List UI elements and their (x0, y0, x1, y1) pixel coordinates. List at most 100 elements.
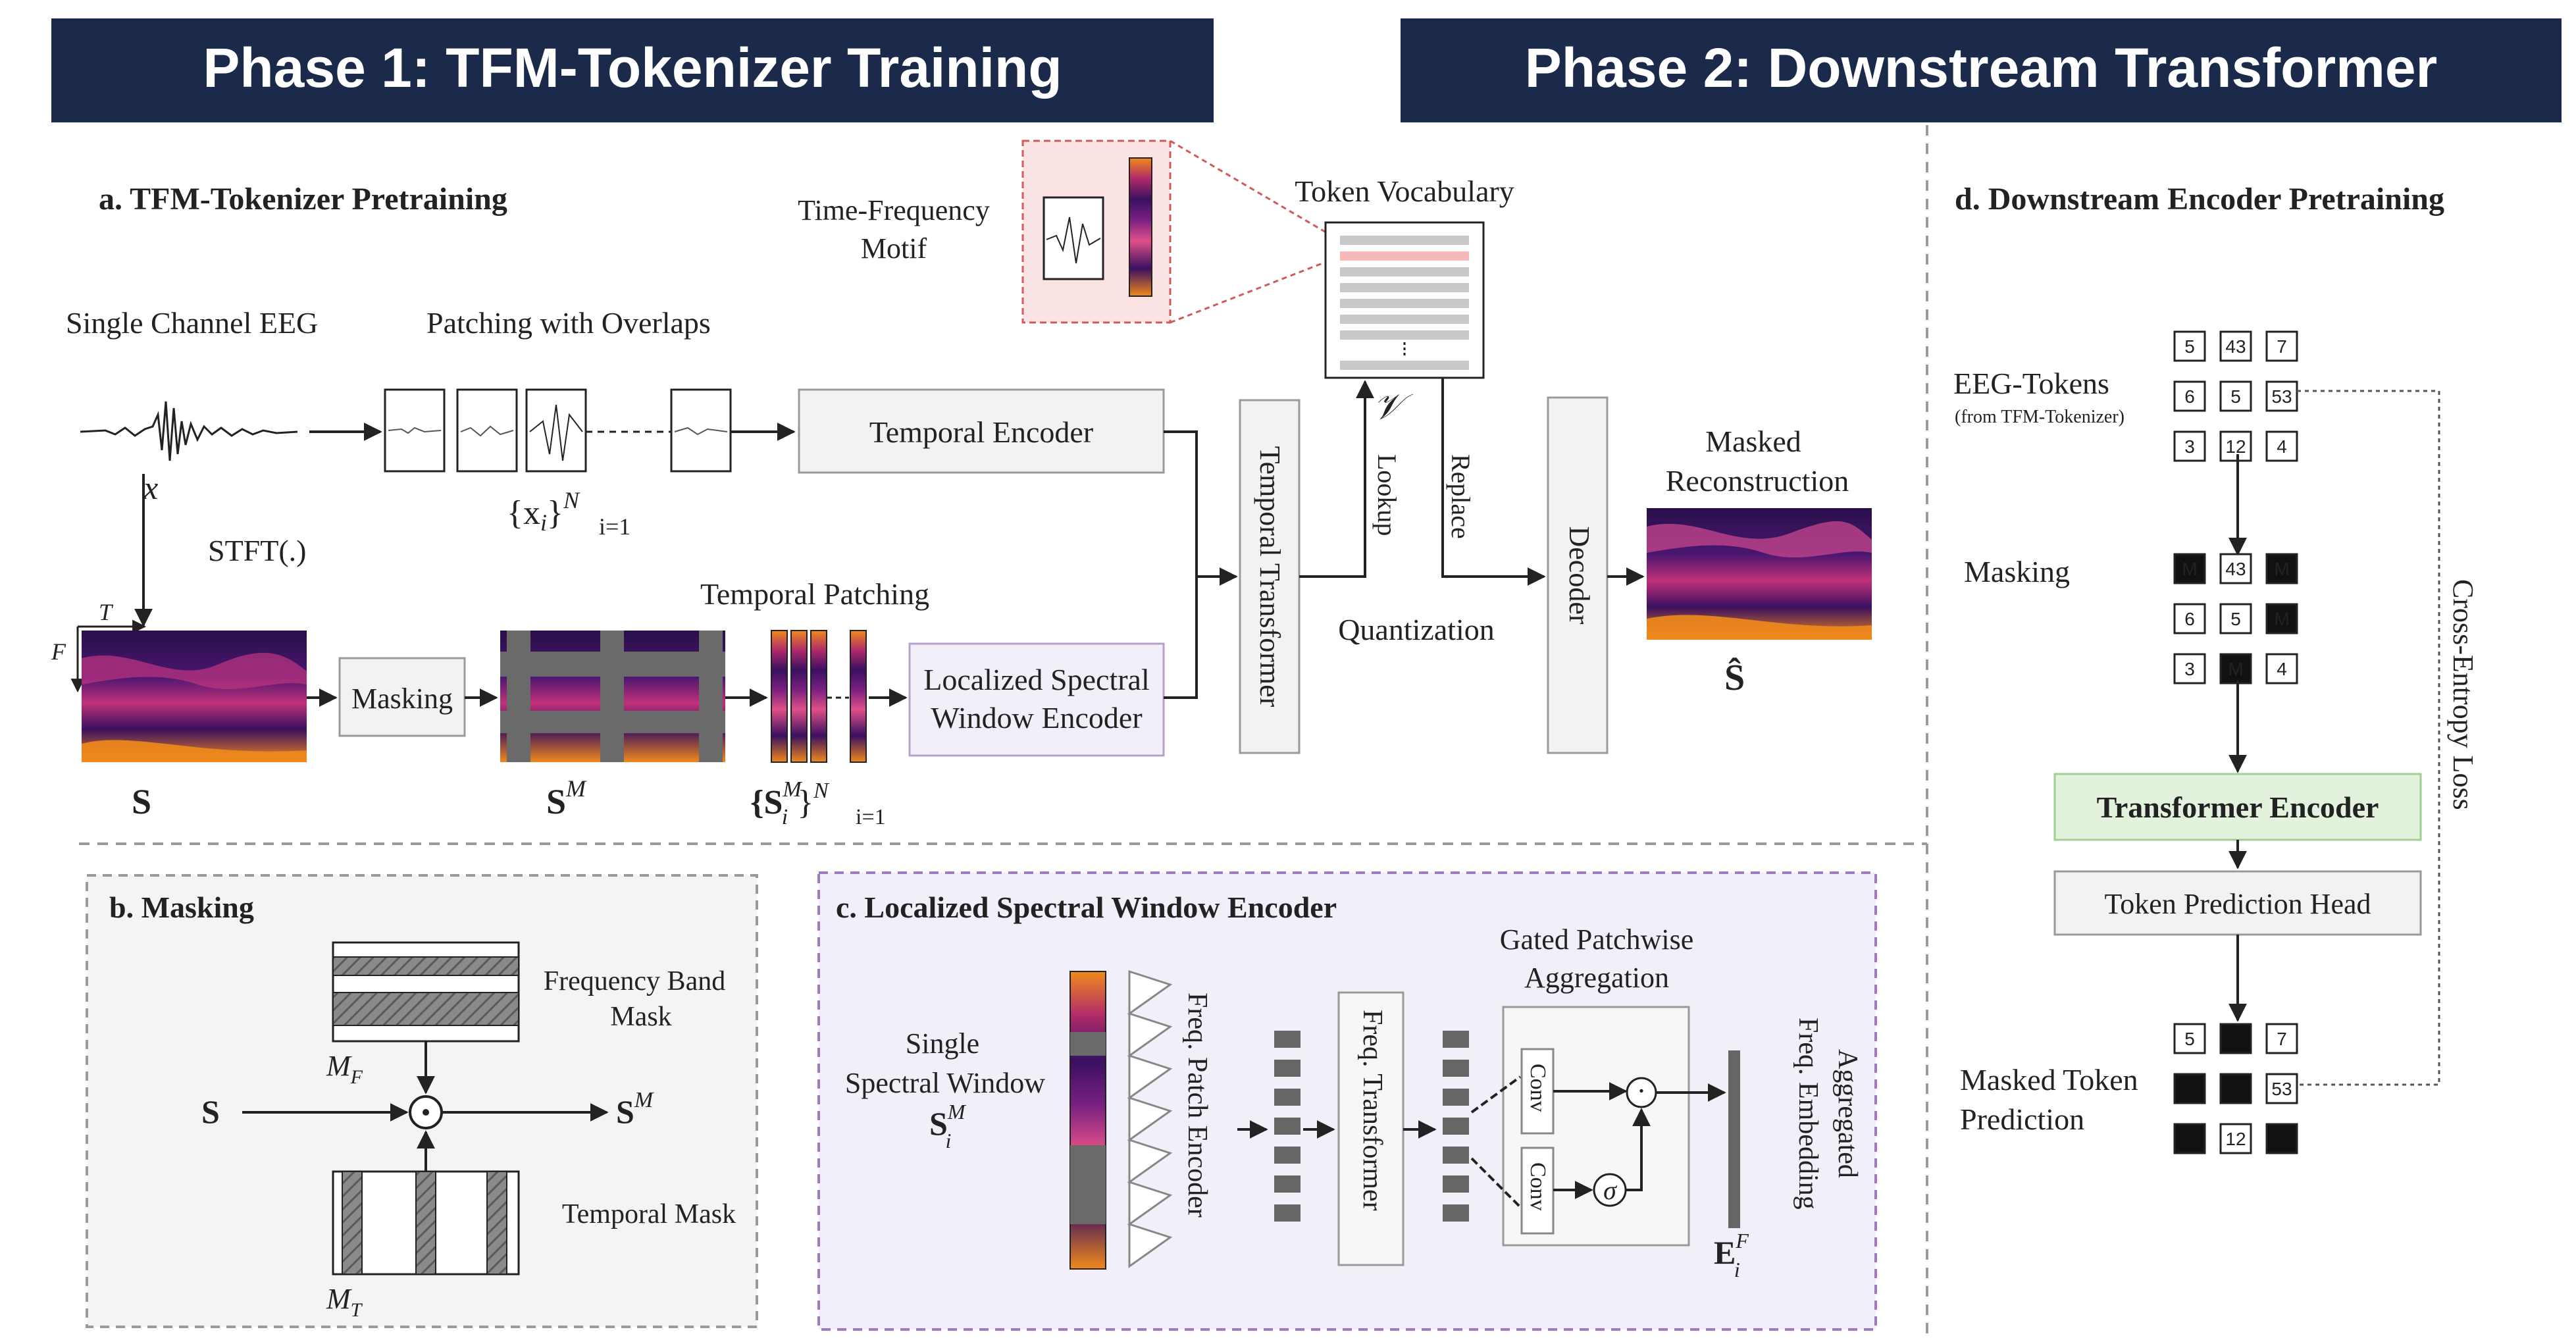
conv-label-bottom: Conv (1526, 1162, 1550, 1211)
token-value: 53 (2271, 386, 2292, 407)
arrow-replace (1441, 378, 1546, 586)
token-value: 43 (2225, 559, 2246, 579)
token-cell (2173, 603, 2206, 634)
masked-recon-line1: Masked (1705, 425, 1801, 458)
transformer-encoder-label: Transformer Encoder (2097, 790, 2379, 824)
patch-tokens-2 (1443, 1031, 1469, 1222)
stft-label: STFT(.) (208, 534, 307, 567)
spectrogram-masked (500, 631, 725, 762)
cross-entropy-label: Cross-Entropy Loss (2447, 579, 2479, 810)
freq-transformer-box (1337, 991, 1404, 1266)
token-cell (2219, 330, 2252, 362)
multiply-symbol: · (1637, 1075, 1647, 1107)
mf-sub: F (350, 1066, 363, 1088)
lsw-encoder-box (908, 642, 1165, 757)
lsw-encoder-line1: Localized Spectral (923, 663, 1150, 696)
temporal-mask-label: Temporal Mask (562, 1199, 736, 1229)
token-cell (2173, 330, 2206, 362)
agg-line1: Aggregated (1832, 1049, 1863, 1178)
gated-line1: Gated Patchwise (1500, 923, 1693, 956)
token-value: 53 (2271, 1079, 2292, 1099)
token-cell (2265, 430, 2298, 462)
token-cell (2219, 380, 2252, 412)
split-top (1470, 1075, 1522, 1114)
token-cell (2219, 1123, 2252, 1154)
token-value: 5 (2230, 609, 2241, 629)
token-value: M (2182, 559, 2197, 579)
panel-b-sm-base: S (616, 1093, 634, 1130)
tf-motif-line1: Time-Frequency (798, 194, 990, 226)
token-cell (2265, 1023, 2298, 1054)
spec-patches-sup: M (782, 777, 802, 802)
token-value: 3 (2184, 659, 2195, 679)
token-value: 4 (2277, 659, 2287, 679)
token-value: 5 (2184, 336, 2195, 357)
panel-b-s: S (201, 1093, 220, 1130)
single-line2: Spectral Window (845, 1067, 1045, 1099)
token-value: 7 (2277, 336, 2287, 357)
token-cell (2173, 1023, 2206, 1054)
token-cell (2173, 380, 2206, 412)
patches-symbol: {xi}N (507, 487, 580, 536)
decoder-box (1547, 396, 1609, 754)
arrow-lsw-to-tt (1164, 577, 1198, 699)
eif-sup: F (1735, 1229, 1749, 1252)
decoder-label: Decoder (1563, 526, 1595, 624)
token-cell (2173, 553, 2206, 584)
spec-patches-n: N (813, 779, 830, 803)
token-cell (2219, 553, 2252, 584)
sigma-symbol: σ (1603, 1175, 1617, 1205)
motif-link-top (1170, 140, 1337, 240)
masked-recon-line2: Reconstruction (1666, 464, 1849, 498)
spec-patches-i: i (782, 805, 788, 829)
token-vocabulary (1324, 221, 1485, 379)
token-value: 3 (2184, 436, 2195, 457)
sim-base: S (929, 1105, 948, 1142)
freq-transformer-label: Freq. Transformer (1357, 1010, 1387, 1211)
gated-line2: Aggregation (1524, 962, 1669, 994)
spectral-patches (771, 630, 867, 763)
arrow-lookup (1299, 380, 1374, 578)
sm-label: SM (546, 775, 587, 821)
token-prediction-head-label: Token Prediction Head (2104, 888, 2371, 920)
freq-mask-line2: Mask (610, 1002, 671, 1032)
token-vocabulary-label: Token Vocabulary (1295, 174, 1514, 208)
panel-c-title: c. Localized Spectral Window Encoder (836, 890, 1337, 924)
x-symbol: x (143, 469, 158, 506)
temporal-encoder-box (798, 388, 1165, 474)
mt-base: M (326, 1283, 352, 1315)
token-cell (2265, 330, 2298, 362)
masking-box (338, 657, 466, 737)
token-value: M (2274, 609, 2289, 629)
token-cell (2173, 1123, 2206, 1154)
panel-b-sm-sup: M (634, 1088, 654, 1112)
token-value: 43 (2225, 336, 2246, 357)
token-cell (2219, 1073, 2252, 1104)
single-channel-eeg-label: Single Channel EEG (66, 306, 318, 340)
token-cell (2173, 430, 2206, 462)
phase1-title: Phase 1: TFM-Tokenizer Training (203, 37, 1062, 99)
token-value: M (2228, 659, 2243, 679)
token-cell (2173, 1073, 2206, 1104)
patches-symbol-n: N (563, 487, 580, 513)
mt-label: MT (326, 1283, 363, 1321)
frequency-band-mask (332, 941, 520, 1043)
patches-symbol-range: i=1 (599, 513, 631, 540)
freq-patch-encoder-shape (1127, 969, 1173, 1268)
masked-token-line2: Prediction (1960, 1102, 2084, 1136)
eeg-patches (384, 388, 732, 473)
eeg-tokens-label: EEG-Tokens (1953, 367, 2109, 400)
patching-label: Patching with Overlaps (426, 306, 711, 340)
temporal-patching-label: Temporal Patching (700, 577, 929, 611)
sm-label-sup: M (565, 775, 587, 802)
token-value: M (2274, 559, 2289, 579)
token-value: 7 (2277, 1029, 2287, 1049)
temporal-transformer-label: Temporal Transformer (1254, 446, 1286, 708)
